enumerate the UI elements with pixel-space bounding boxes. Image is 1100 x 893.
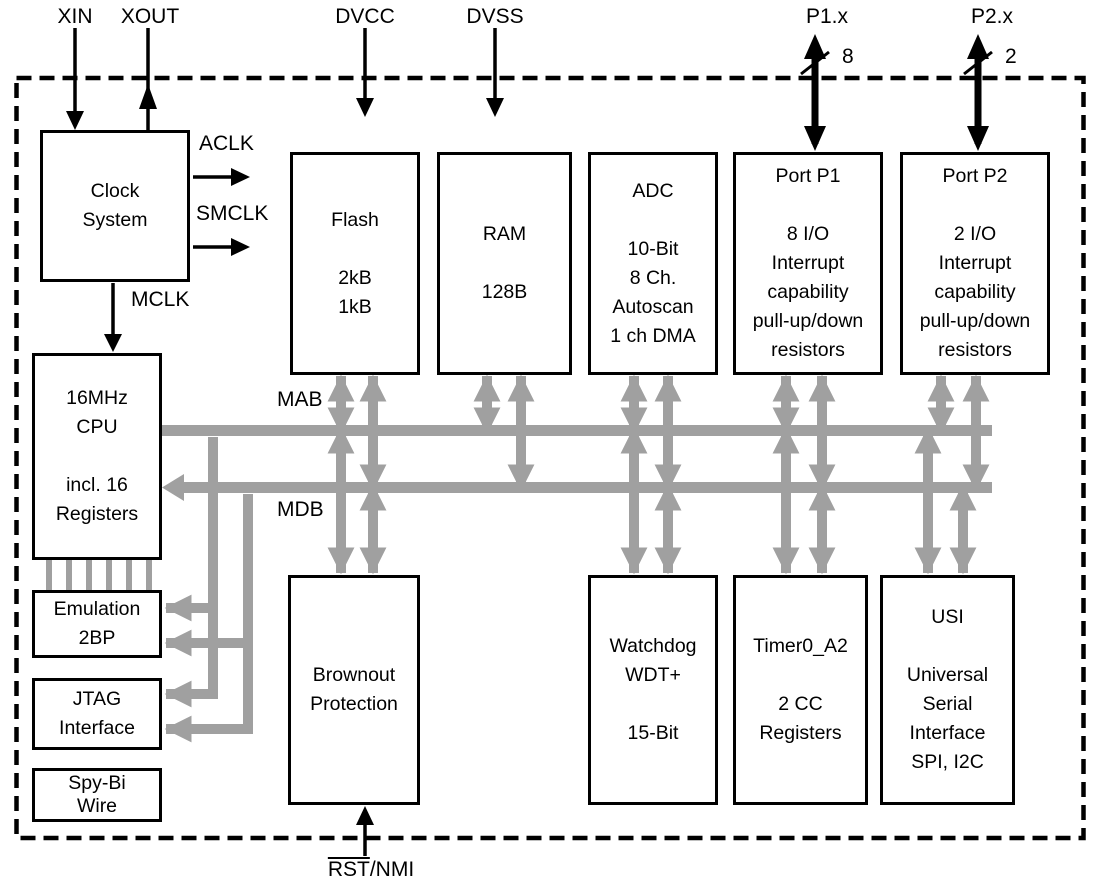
bus-label-mab: MAB xyxy=(277,388,323,411)
block-usi: USI Universal Serial Interface SPI, I2C xyxy=(880,575,1015,805)
block-emulation-text: Emulation 2BP xyxy=(53,598,141,649)
pin-label-xin: XIN xyxy=(57,5,93,28)
block-flash: Flash 2kB 1kB xyxy=(290,152,420,375)
block-cpu: 16MHz CPU incl. 16 Registers xyxy=(32,353,162,560)
pin-label-p1x: P1.x xyxy=(805,5,849,28)
p1x-bus-width: 8 xyxy=(842,45,854,68)
block-watchdog-text: Watchdog WDT+ 15-Bit xyxy=(609,635,697,744)
xin-arrow xyxy=(66,28,84,130)
block-port-p2-text: Port P2 2 I/O Interrupt capability pull-… xyxy=(919,165,1031,361)
block-port-p1: Port P1 8 I/O Interrupt capability pull-… xyxy=(733,152,883,375)
aclk-arrow xyxy=(193,168,250,186)
block-ram: RAM 128B xyxy=(437,152,572,375)
block-cpu-text: 16MHz CPU incl. 16 Registers xyxy=(55,387,139,525)
block-timer0-a2: Timer0_A2 2 CC Registers xyxy=(733,575,868,805)
signal-label-smclk: SMCLK xyxy=(196,202,269,225)
emulation-jtag-connectors xyxy=(164,437,253,743)
block-watchdog: Watchdog WDT+ 15-Bit xyxy=(588,575,718,805)
block-brownout: Brownout Protection xyxy=(288,575,420,805)
mdb-cpu-arrowhead xyxy=(162,474,184,501)
block-clock-system-text: Clock System xyxy=(82,180,148,231)
block-jtag-text: JTAG Interface xyxy=(59,688,135,739)
block-usi-text: USI Universal Serial Interface SPI, I2C xyxy=(906,606,989,773)
rst-nmi-arrow xyxy=(356,806,374,856)
mdb-bus xyxy=(162,474,992,501)
mab-bus xyxy=(162,425,992,436)
block-adc: ADC 10-Bit 8 Ch. Autoscan 1 ch DMA xyxy=(588,152,718,375)
block-adc-text: ADC 10-Bit 8 Ch. Autoscan 1 ch DMA xyxy=(610,179,696,347)
block-ram-text: RAM 128B xyxy=(481,223,528,303)
signal-label-aclk: ACLK xyxy=(199,132,254,155)
block-jtag: JTAG Interface xyxy=(32,678,162,750)
block-clock-system: Clock System xyxy=(40,130,190,282)
dvss-arrow xyxy=(486,28,504,117)
bus-label-mdb: MDB xyxy=(277,498,324,521)
block-timer0-a2-text: Timer0_A2 2 CC Registers xyxy=(753,635,848,744)
block-flash-text: Flash 2kB 1kB xyxy=(331,208,379,318)
block-port-p2: Port P2 2 I/O Interrupt capability pull-… xyxy=(900,152,1050,375)
p2x-width-slash xyxy=(963,50,993,76)
cpu-emulation-ticks xyxy=(46,560,152,590)
p2x-port-arrow xyxy=(963,34,993,151)
block-port-p1-text: Port P1 8 I/O Interrupt capability pull-… xyxy=(752,165,864,361)
rst-overlined-text: RST xyxy=(327,857,370,881)
block-brownout-text: Brownout Protection xyxy=(310,664,398,715)
p1x-port-arrow xyxy=(800,34,830,151)
block-spy-bi-wire-text: Spy-Bi Wire xyxy=(68,772,126,817)
bus-connectors-bottom xyxy=(327,426,977,575)
nmi-text: /NMI xyxy=(369,858,415,881)
p2x-bus-width: 2 xyxy=(1005,45,1017,68)
block-spy-bi-wire: Spy-Bi Wire xyxy=(32,768,162,822)
block-emulation: Emulation 2BP xyxy=(32,590,162,658)
chip-boundary xyxy=(14,75,1086,841)
pin-label-xout: XOUT xyxy=(120,5,180,28)
mclk-arrow xyxy=(104,283,122,352)
p1x-width-slash xyxy=(800,50,830,76)
xout-arrow xyxy=(139,28,157,130)
bus-connectors-top xyxy=(327,374,990,492)
pin-label-dvcc: DVCC xyxy=(335,5,395,28)
pin-label-dvss: DVSS xyxy=(466,5,524,28)
pin-label-rst-nmi: RST/NMI xyxy=(327,857,415,882)
dvcc-arrow xyxy=(356,28,374,117)
signal-label-mclk: MCLK xyxy=(131,288,190,311)
smclk-arrow xyxy=(193,238,250,256)
pin-label-p2x: P2.x xyxy=(970,5,1014,28)
